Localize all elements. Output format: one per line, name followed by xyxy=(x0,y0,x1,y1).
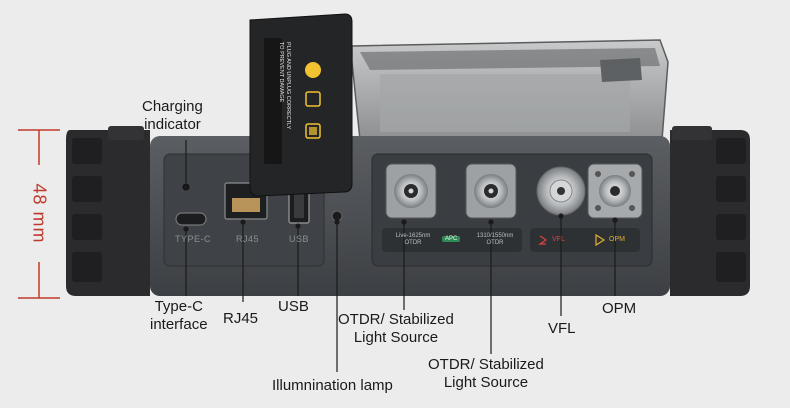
dimension-label: 48 mm xyxy=(29,183,50,244)
callout-illumination-lamp: Illumnination lamp xyxy=(272,377,393,394)
type-c-port[interactable] xyxy=(175,212,207,226)
right-bumper xyxy=(670,126,750,296)
otdr-port-2[interactable] xyxy=(465,163,517,219)
vfl-port[interactable] xyxy=(536,166,586,216)
opm-detector-icon xyxy=(595,233,606,247)
height-dimension xyxy=(18,129,60,299)
rj45-port-label: RJ45 xyxy=(236,234,260,244)
left-bumper xyxy=(66,126,150,296)
cap-usb-icon xyxy=(305,91,321,107)
usb-port-label: USB xyxy=(289,234,310,244)
callout-otdr-1: OTDR/ Stabilized Light Source xyxy=(338,311,454,346)
cap-ethernet-icon xyxy=(305,123,321,139)
callout-usb: USB xyxy=(278,298,309,315)
otdr-a-label: Live-1625nm OTDR xyxy=(395,233,431,246)
callout-type-c: Type-C interface xyxy=(150,298,208,333)
vfl-panel-label: VFL xyxy=(552,236,565,243)
callout-vfl: VFL xyxy=(548,320,576,337)
opm-port[interactable] xyxy=(587,163,643,219)
otdr-port-1[interactable] xyxy=(385,163,437,219)
dust-cap-warning: PLUG AND UNPLUG CORRECTLY TO PREVENT DAM… xyxy=(278,42,292,130)
apc-chip: APC xyxy=(442,236,461,242)
callout-otdr-2: OTDR/ Stabilized Light Source xyxy=(428,356,544,391)
callout-opm: OPM xyxy=(602,300,637,317)
cap-logo-icon xyxy=(305,62,321,78)
type-c-port-label: TYPE-C xyxy=(175,234,212,244)
dust-cap[interactable] xyxy=(249,13,353,197)
vfl-laser-icon xyxy=(538,235,548,245)
transparent-lid[interactable] xyxy=(351,39,669,141)
callout-rj45: RJ45 xyxy=(223,310,259,327)
callout-charging-indicator: Charging indicator xyxy=(142,98,203,133)
otdr-b-label: 1310/1550nm OTDR xyxy=(476,233,514,246)
opm-panel-label: OPM xyxy=(609,236,625,243)
